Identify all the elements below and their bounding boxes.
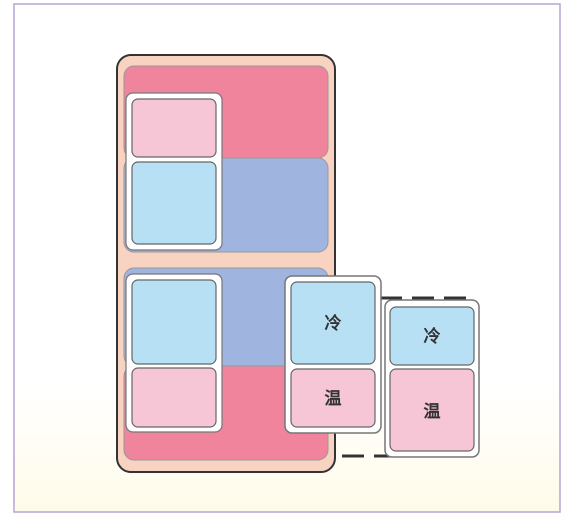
lower-cold-tray bbox=[131, 279, 217, 365]
lower-warm-tray bbox=[131, 367, 217, 428]
separate-warm-label: 温 bbox=[424, 402, 441, 422]
front-cold-label: 冷 bbox=[325, 313, 342, 334]
front-warm-compartment bbox=[290, 368, 376, 428]
separate-warm-compartment bbox=[389, 368, 475, 452]
cabinet bbox=[116, 54, 336, 473]
separate-cold-compartment bbox=[389, 306, 475, 366]
upper-cold-tray bbox=[131, 161, 217, 245]
separate-cold-label: 冷 bbox=[424, 326, 441, 347]
cabinet-divider bbox=[122, 254, 330, 268]
removable-tray-separate: 冷 温 bbox=[384, 299, 480, 458]
front-warm-label: 温 bbox=[325, 389, 342, 409]
removable-tray-front: 冷 温 bbox=[284, 275, 382, 434]
front-cold-compartment bbox=[290, 281, 376, 365]
upper-warm-tray bbox=[131, 98, 217, 158]
